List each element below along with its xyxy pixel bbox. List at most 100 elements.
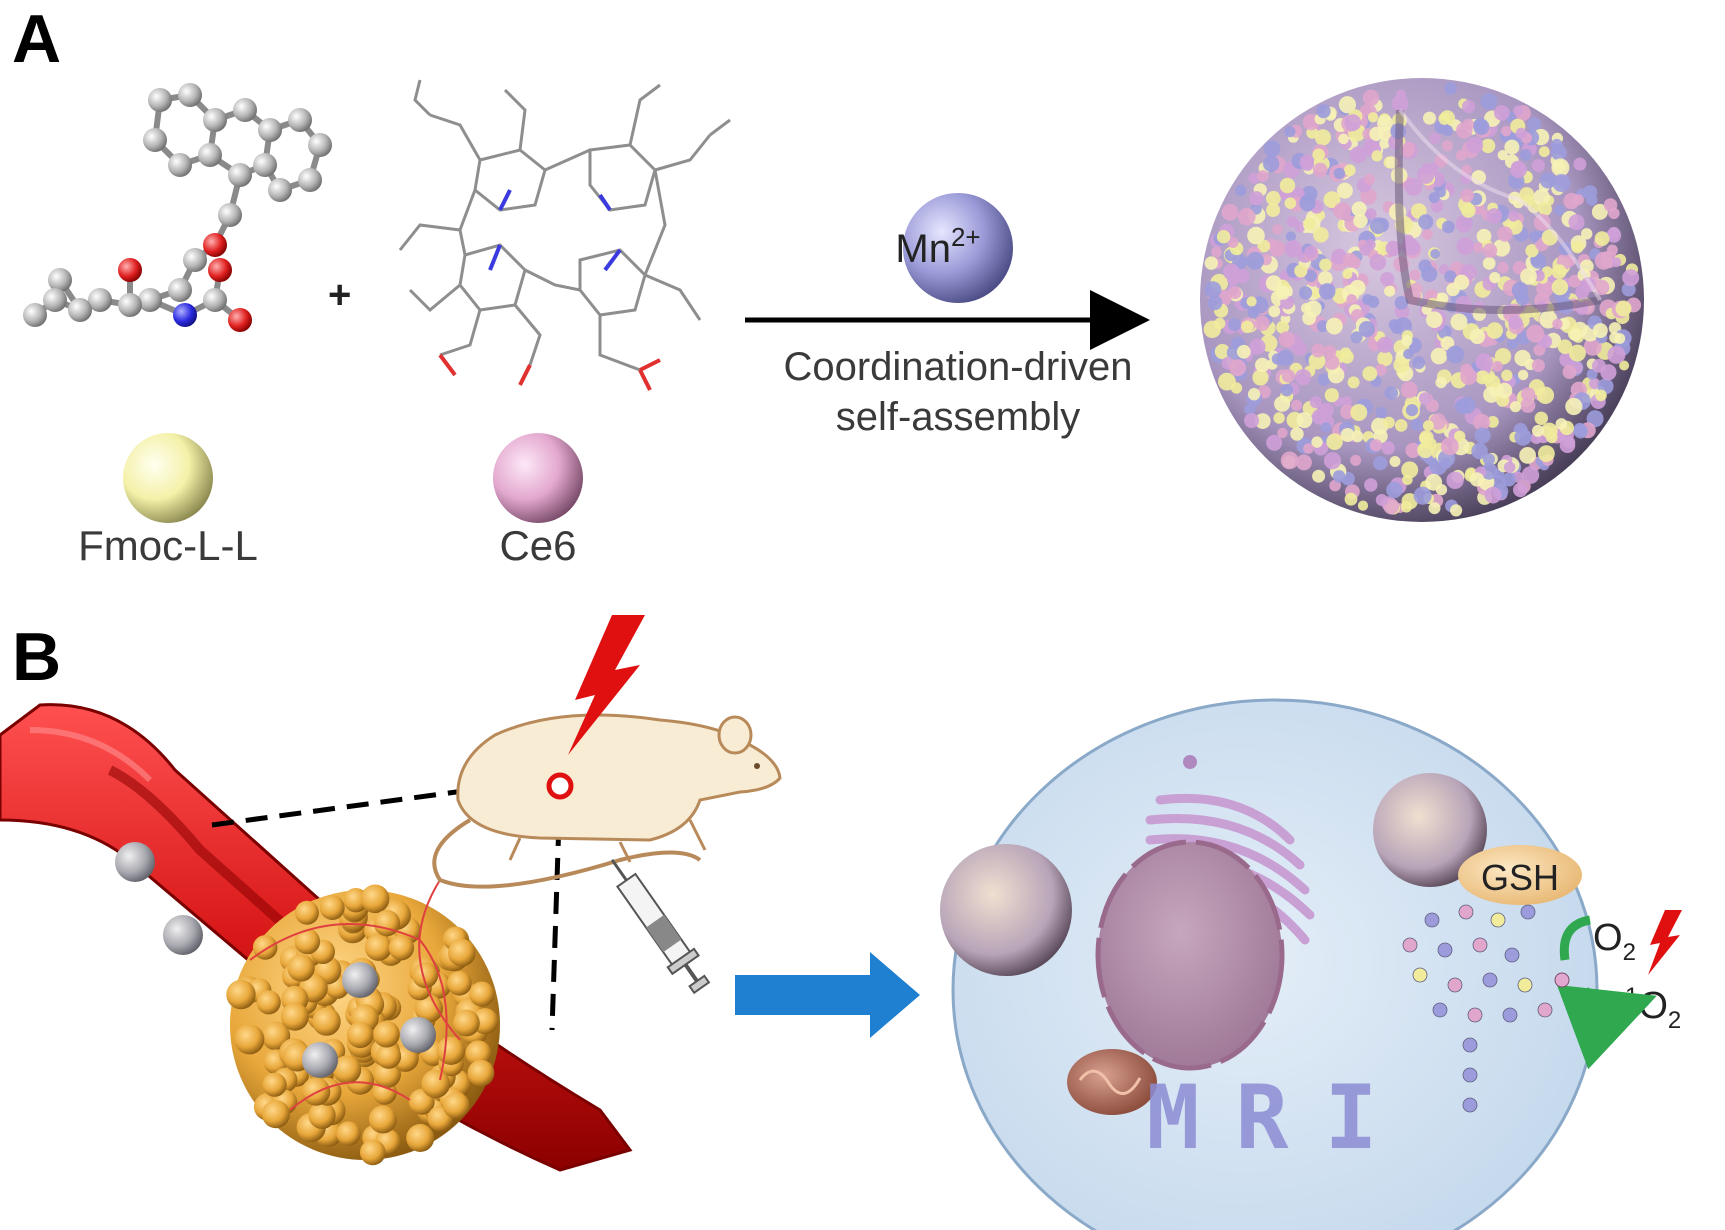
- nanoparticle-bead: [1318, 283, 1336, 300]
- nucleus: [1095, 839, 1285, 1071]
- nanoparticle-bead: [1369, 253, 1387, 271]
- nanoparticle-bead: [1353, 213, 1368, 229]
- nanoparticle-bead: [1247, 226, 1265, 245]
- released-molecule: [1437, 942, 1453, 958]
- nanoparticle-bead: [1294, 369, 1312, 386]
- nanoparticle-bead: [1320, 422, 1332, 433]
- tumor-ball: [234, 1024, 265, 1055]
- nanoparticle-bead: [1440, 336, 1455, 351]
- tumor-ball: [448, 939, 476, 967]
- lightning-bolt-icon: [1648, 910, 1682, 975]
- tumor-ball: [319, 895, 345, 920]
- nanoparticle-bead: [1589, 377, 1601, 390]
- nanoparticle-bead: [1394, 419, 1408, 432]
- tumor-ball: [442, 1092, 470, 1119]
- nanoparticle-bead: [1394, 296, 1409, 310]
- ce6-heteroatoms: [438, 189, 661, 391]
- cell-nanoparticle: [1373, 773, 1487, 887]
- nanoparticle-bead: [1540, 172, 1557, 189]
- nanoparticle-bead: [1473, 118, 1490, 135]
- nanoparticle-bead: [1357, 500, 1369, 511]
- nanoparticle-bead: [1325, 317, 1343, 335]
- tumor-ball: [368, 1105, 397, 1134]
- nanoparticle-bead: [1367, 112, 1379, 123]
- tumor-ball: [453, 1009, 480, 1037]
- released-molecule: [1462, 1067, 1478, 1083]
- nanoparticle-bead: [1351, 201, 1367, 217]
- nanoparticle-bead: [1236, 344, 1251, 359]
- blue-arrow: [735, 952, 920, 1038]
- nanoparticle-bead: [1526, 324, 1545, 343]
- released-molecule: [1504, 947, 1520, 963]
- nanoparticle-bead: [1383, 498, 1400, 515]
- nanoparticle-bead: [1538, 445, 1555, 462]
- nanoparticle-bead: [1418, 214, 1434, 230]
- tumor-ball: [364, 933, 392, 961]
- nanoparticle-bead: [1303, 217, 1317, 230]
- nanoparticle-bead: [1280, 383, 1294, 397]
- nanoparticle-bead: [1418, 259, 1432, 273]
- nanoparticle-bead: [1619, 360, 1630, 371]
- nanoparticle-bead: [1450, 504, 1463, 517]
- nanoparticle-bead: [1513, 105, 1524, 116]
- nanoparticle-bead: [1238, 208, 1256, 226]
- nanoparticle-bead: [1418, 392, 1432, 405]
- nanoparticle-bead: [1527, 117, 1541, 131]
- panel-a-letter: A: [12, 1, 61, 77]
- nanoparticle-bead: [1369, 439, 1383, 452]
- nanoparticle-bead: [1247, 388, 1261, 401]
- nanoparticle-bead: [1446, 471, 1464, 489]
- nanoparticle-bead: [1365, 208, 1377, 220]
- tumor-ball: [373, 1020, 400, 1048]
- nanoparticle-bead: [1450, 313, 1468, 331]
- released-molecule: [1447, 977, 1463, 993]
- green-cycle-arrow-top: [1559, 915, 1592, 961]
- nanoparticle-bead: [1340, 347, 1352, 359]
- released-molecule: [1490, 912, 1506, 928]
- singlet-sub: 2: [1668, 1007, 1681, 1034]
- nanoparticle-bead: [1571, 240, 1584, 254]
- nanoparticle-bead: [1375, 364, 1387, 376]
- nanoparticle-bead: [1241, 320, 1254, 334]
- nanoparticle-bead: [1563, 193, 1580, 210]
- nanoparticle-bead: [1510, 161, 1527, 179]
- nanoparticle-bead: [1290, 427, 1304, 441]
- tumor-ball: [332, 1055, 362, 1084]
- nanoparticle-bead: [1340, 428, 1355, 442]
- nanoparticle-bead: [1573, 157, 1587, 171]
- nanoparticle-bead: [1316, 320, 1329, 333]
- nanoparticle-bead: [1347, 256, 1361, 270]
- tumor-ball: [294, 928, 321, 955]
- nanoparticle-bead: [1423, 420, 1434, 431]
- nanoparticle-bead: [1482, 257, 1496, 270]
- nanoparticle-bead: [1227, 273, 1240, 286]
- nanoparticle-bead: [1316, 104, 1331, 119]
- nanoparticle-bead: [1299, 194, 1316, 212]
- nanoparticle-bead: [1594, 251, 1613, 270]
- nanoparticle-bead: [1362, 89, 1380, 107]
- nanoparticle-bead: [1532, 424, 1544, 437]
- nanoparticle-bead: [1211, 246, 1222, 258]
- nanoparticle-bead: [1365, 239, 1376, 250]
- nanoparticle-bead: [1249, 191, 1264, 206]
- syringe-icon: [610, 858, 711, 995]
- o2-sub: 2: [1623, 939, 1636, 966]
- nanoparticle-bead: [1388, 319, 1401, 331]
- nanoparticle-bead: [1349, 279, 1366, 296]
- nanoparticle-bead: [1235, 184, 1247, 197]
- nanoparticle-bead: [1581, 228, 1593, 240]
- nanoparticle-bead: [1344, 492, 1358, 506]
- nanoparticle-bead: [1273, 412, 1285, 424]
- nanoparticle-bead: [1405, 442, 1421, 458]
- nanoparticle-bead: [1501, 369, 1513, 381]
- nanoparticle-bead: [1276, 320, 1290, 334]
- nanoparticle-bead: [1614, 333, 1626, 344]
- nanoparticle-bead: [1385, 240, 1402, 257]
- nanoparticle-bead: [1583, 337, 1602, 356]
- tumor-ball: [280, 1002, 309, 1031]
- nanoparticle-bead: [1311, 436, 1323, 448]
- nanoparticle-bead: [1487, 416, 1499, 428]
- tumor-ball: [295, 900, 319, 925]
- nanoparticle-bead: [1400, 381, 1418, 399]
